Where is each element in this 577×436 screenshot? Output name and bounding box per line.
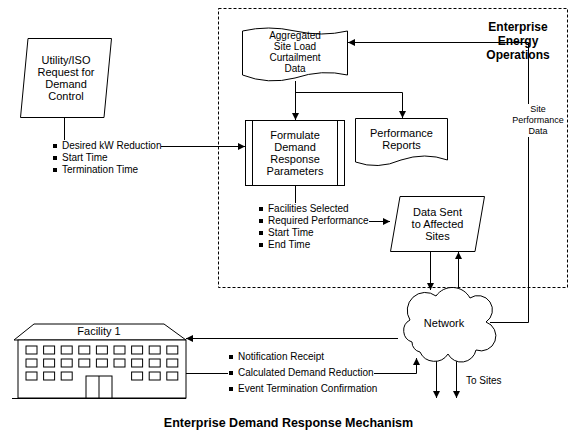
document-outline [356, 119, 448, 166]
building-window [61, 372, 72, 380]
site-response: Event Termination Confirmation [228, 383, 377, 395]
building-window [132, 359, 143, 367]
node-label: Facility 1 [39, 325, 159, 337]
building-window [26, 359, 37, 367]
node-label: Performance Reports [362, 127, 442, 151]
building-window [44, 359, 55, 367]
manual-input: Utility/ISO Request for Demand Control [20, 38, 112, 118]
input-parameter: Start Time [52, 152, 108, 164]
document-shape: Performance Reports [355, 118, 448, 168]
site-response: Notification Receipt [228, 351, 324, 363]
process-bar [337, 121, 338, 186]
building-window [79, 359, 90, 367]
parallelogram-outline [21, 39, 112, 118]
dispatch-parameter: Start Time [258, 227, 314, 239]
connector-label: Site Performance Data [511, 104, 565, 137]
building-roof [14, 324, 186, 340]
building-window [114, 346, 125, 354]
flow-connector [348, 43, 529, 323]
data-store-outline [243, 28, 348, 81]
flow-connector [430, 252, 431, 290]
building-window [44, 372, 55, 380]
predefined-process: Formulate Demand Response Parameters [245, 120, 345, 186]
input-parameter: Desired kW Reduction [52, 140, 161, 152]
cloud-outline [404, 287, 496, 362]
dispatch-parameter: Required Performance [258, 215, 369, 227]
building-body [18, 340, 186, 398]
flow-connector [296, 81, 403, 118]
node-label: Formulate Demand Response Parameters [264, 129, 326, 177]
flow-connector [458, 252, 459, 290]
network-cloud: Network [398, 290, 490, 358]
building-window [167, 359, 178, 367]
input-parameter: Termination Time [52, 164, 138, 176]
building-window [114, 359, 125, 367]
building-window [149, 359, 160, 367]
building-window [167, 372, 178, 380]
building-window [61, 359, 72, 367]
building-window [26, 346, 37, 354]
node-label: Data Sent to Affected Sites [410, 206, 466, 242]
facility-building: Facility 1 [12, 318, 186, 400]
building-window [44, 346, 55, 354]
parallelogram-outline [391, 197, 485, 252]
destination-note: To Sites [466, 375, 502, 387]
node-label: Network [409, 317, 479, 329]
dispatch-parameter: Facilities Selected [258, 203, 349, 215]
building-window [167, 346, 178, 354]
building-window [96, 346, 107, 354]
building-door [86, 376, 112, 398]
building-window [96, 359, 107, 367]
data-store: Aggregated Site Load Curtailment Data [242, 25, 348, 81]
dashed-border [219, 9, 568, 288]
building-window [149, 346, 160, 354]
process-outline [246, 121, 345, 186]
site-response: Calculated Demand Reduction [228, 367, 374, 379]
building-window [61, 346, 72, 354]
dispatch-parameter: End Time [258, 239, 310, 251]
building-window [26, 372, 37, 380]
building-window [79, 346, 90, 354]
process-bar [252, 121, 253, 186]
data-parallelogram: Data Sent to Affected Sites [390, 196, 485, 252]
building-window [132, 346, 143, 354]
door-split [99, 376, 100, 398]
region-title: Enterprise Energy Operations [476, 20, 560, 62]
figure-caption: Enterprise Demand Response Mechanism [0, 416, 577, 430]
flow-connector [186, 338, 398, 339]
building-window [149, 372, 160, 380]
node-label: Aggregated Site Load Curtailment Data [265, 30, 325, 74]
building-window [132, 372, 143, 380]
ground-line [12, 398, 186, 399]
node-label: Utility/ISO Request for Demand Control [35, 54, 97, 102]
